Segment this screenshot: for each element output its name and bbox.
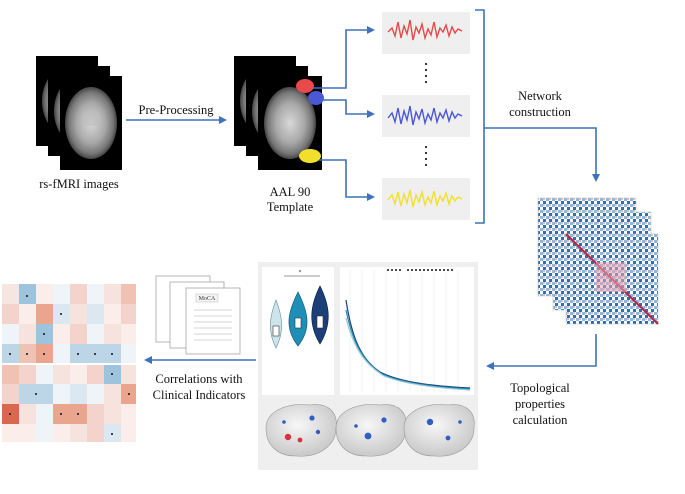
aal-template-stack [234, 56, 324, 170]
significance-marker-row [387, 269, 453, 271]
rs-fmri-images-label: rs-fMRI images [39, 177, 119, 191]
brain-scan-slice [60, 76, 122, 170]
signals-bracket [475, 9, 485, 224]
topo-label-line1: Topological [510, 381, 570, 395]
time-series-panel-blue [382, 95, 470, 137]
topo-label-line3: calculation [513, 413, 569, 427]
moca-document-title: MoCA [199, 296, 216, 302]
topology-arrow [486, 334, 597, 370]
violin-dark [311, 285, 329, 345]
significance-star: * [299, 270, 302, 276]
glass-brain-1 [265, 404, 337, 457]
roi-yellow-connector [319, 159, 375, 201]
roi-red [296, 79, 314, 93]
document-stack-icon: MoCA [155, 275, 241, 355]
roi-blue [308, 91, 324, 105]
rs-fmri-image-stack [36, 56, 122, 170]
connectivity-matrix-stack [537, 197, 659, 325]
correlation-heatmap [2, 284, 136, 442]
topo-label-line2: properties [515, 397, 565, 411]
network-label-line2: construction [509, 105, 572, 119]
aal-label-line1: AAL 90 [270, 185, 311, 199]
roi-red-connector [313, 26, 375, 89]
network-construction-arrow [484, 127, 600, 182]
ellipsis-dots [424, 62, 428, 84]
roi-yellow [299, 149, 321, 163]
network-label-line1: Network [518, 89, 562, 103]
ellipsis-dots [424, 145, 428, 167]
decay-curve-mid [345, 309, 471, 390]
glass-brain-2 [335, 404, 407, 457]
decay-curve-light [345, 317, 471, 391]
roi-blue-connector [322, 99, 375, 118]
preprocessing-label: Pre-Processing [139, 103, 215, 117]
topology-results-panel: * [258, 262, 478, 470]
decay-plot-grid [349, 270, 459, 392]
aal-label-line2: Template [267, 200, 314, 214]
significance-dots [9, 295, 130, 435]
glass-brain-3 [403, 404, 475, 457]
time-series-panel-yellow [382, 178, 470, 220]
corr-label-line1: Correlations with [155, 372, 243, 386]
time-series-panel-red [382, 12, 470, 54]
corr-label-line2: Clinical Indicators [153, 388, 246, 402]
